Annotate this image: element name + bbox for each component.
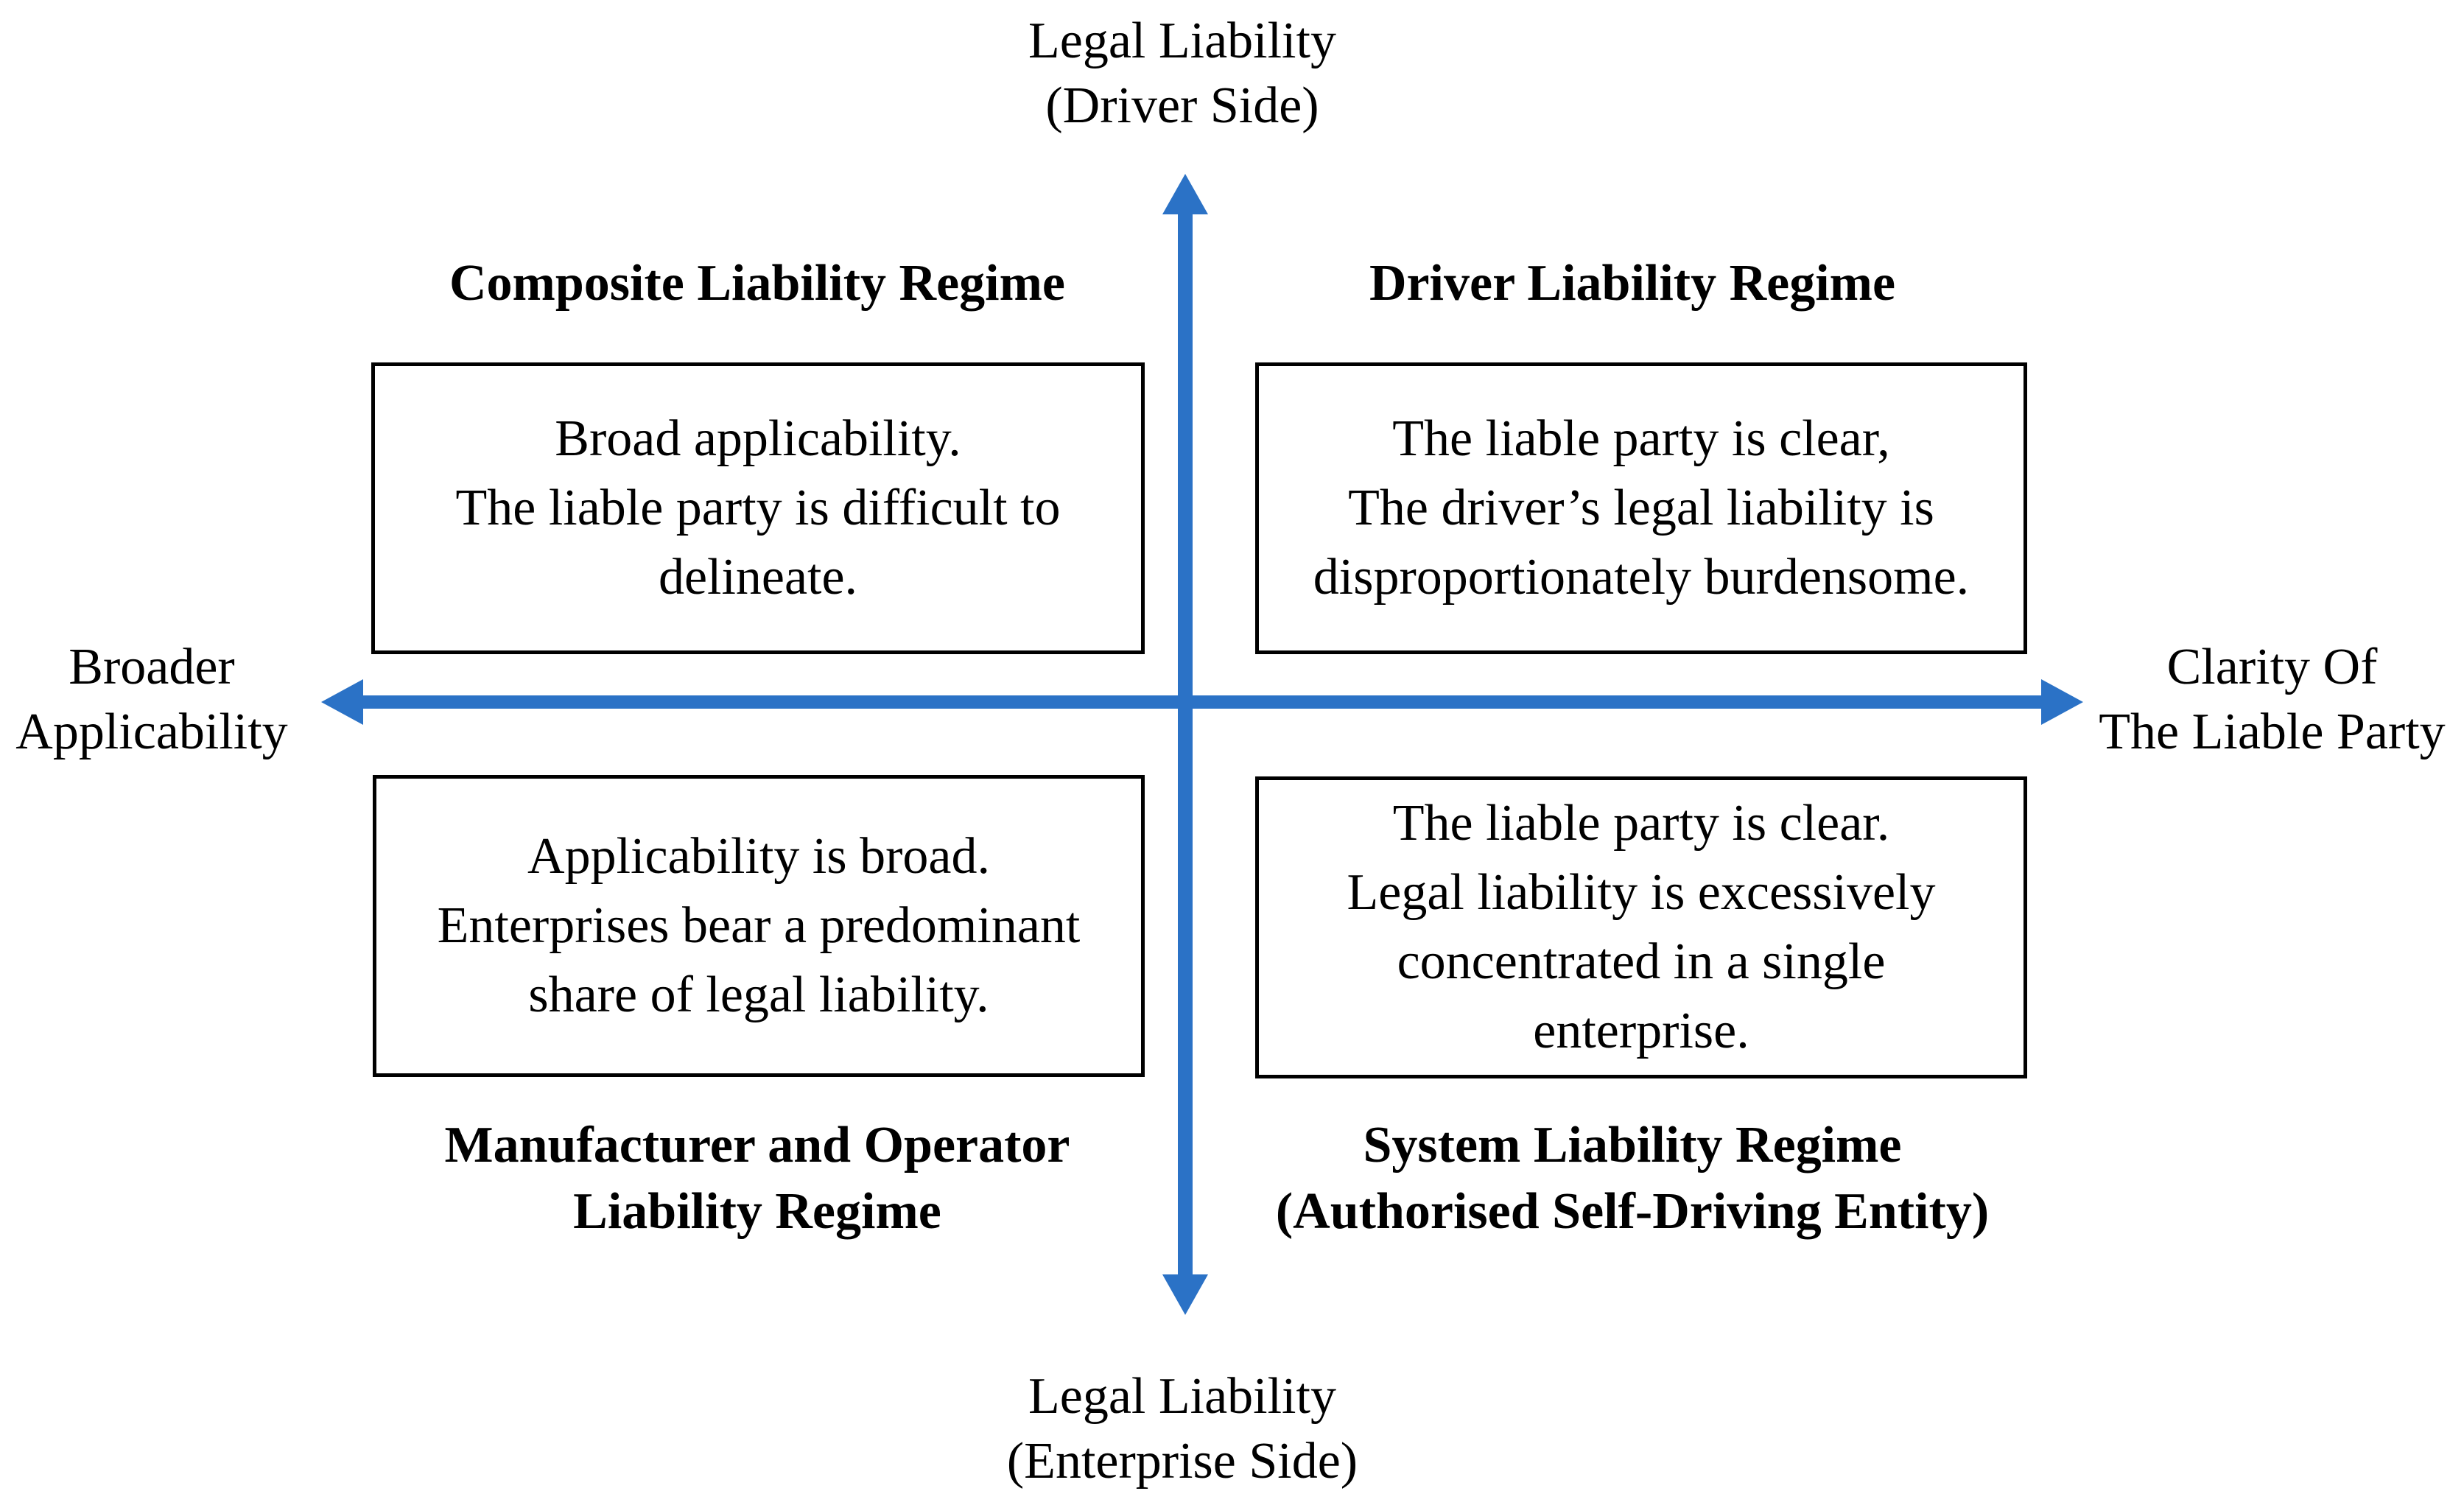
axis-label-top-line2: (Driver Side) bbox=[1045, 77, 1319, 134]
horizontal-axis-line bbox=[361, 695, 2042, 709]
arrow-right-icon bbox=[2041, 679, 2083, 725]
description-line: Legal liability is excessively bbox=[1347, 864, 1936, 921]
axis-label-top-line1: Legal Liability bbox=[1028, 13, 1336, 69]
quadrant-title-driver-liability: Driver Liability Regime bbox=[1369, 255, 1896, 312]
description-line: disproportionately burdensome. bbox=[1313, 549, 1970, 606]
description-box-driver-liability: The liable party is clear, The driver’s … bbox=[1255, 362, 2027, 654]
axis-label-bottom: Legal Liability (Enterprise Side) bbox=[814, 1364, 1551, 1494]
axis-label-right-line1: Clarity Of bbox=[2166, 639, 2378, 695]
description-line: The liable party is clear, bbox=[1392, 410, 1890, 467]
quadrant-title-composite-liability: Composite Liability Regime bbox=[449, 255, 1066, 312]
axis-label-left: Broader Applicability bbox=[0, 635, 303, 765]
axis-label-bottom-line1: Legal Liability bbox=[1028, 1368, 1336, 1425]
quadrant-title-manufacturer-operator-line2: Liability Regime bbox=[573, 1183, 941, 1240]
description-box-system-liability: The liable party is clear. Legal liabili… bbox=[1255, 776, 2027, 1078]
description-line: delineate. bbox=[658, 549, 858, 606]
description-box-manufacturer-operator-liability: Applicability is broad. Enterprises bear… bbox=[373, 775, 1145, 1077]
description-line: share of legal liability. bbox=[528, 967, 989, 1023]
vertical-axis-line bbox=[1178, 212, 1193, 1276]
description-line: Broad applicability. bbox=[555, 410, 961, 467]
description-line: The liable party is clear. bbox=[1392, 795, 1890, 852]
quadrant-title-system-liability: System Liability Regime (Authorised Self… bbox=[1172, 1112, 2093, 1245]
axis-label-bottom-line2: (Enterprise Side) bbox=[1006, 1433, 1358, 1490]
description-line: The driver’s legal liability is bbox=[1348, 480, 1934, 536]
quadrant-title-manufacturer-operator-line1: Manufacturer and Operator bbox=[444, 1117, 1070, 1174]
arrow-up-icon bbox=[1162, 174, 1208, 214]
axis-label-left-line1: Broader bbox=[69, 639, 235, 695]
description-line: concentrated in a single bbox=[1397, 933, 1886, 990]
description-box-composite-liability: Broad applicability. The liable party is… bbox=[371, 362, 1145, 654]
description-line: Enterprises bear a predominant bbox=[437, 897, 1081, 954]
axis-label-top: Legal Liability (Driver Side) bbox=[814, 9, 1551, 138]
arrow-down-icon bbox=[1162, 1274, 1208, 1315]
quadrant-title-system-liability-line2: (Authorised Self-Driving Entity) bbox=[1275, 1183, 1990, 1240]
quadrant-title-manufacturer-operator-liability: Manufacturer and Operator Liability Regi… bbox=[297, 1112, 1218, 1245]
description-line: enterprise. bbox=[1533, 1003, 1749, 1059]
axis-label-right-line2: The Liable Party bbox=[2099, 704, 2446, 760]
quadrant-title-system-liability-line1: System Liability Regime bbox=[1363, 1117, 1902, 1174]
description-line: Applicability is broad. bbox=[527, 828, 990, 885]
description-line: The liable party is difficult to bbox=[455, 480, 1061, 536]
axis-label-left-line2: Applicability bbox=[15, 704, 288, 760]
arrow-left-icon bbox=[321, 679, 363, 725]
axis-label-right: Clarity Of The Liable Party bbox=[2080, 635, 2464, 765]
